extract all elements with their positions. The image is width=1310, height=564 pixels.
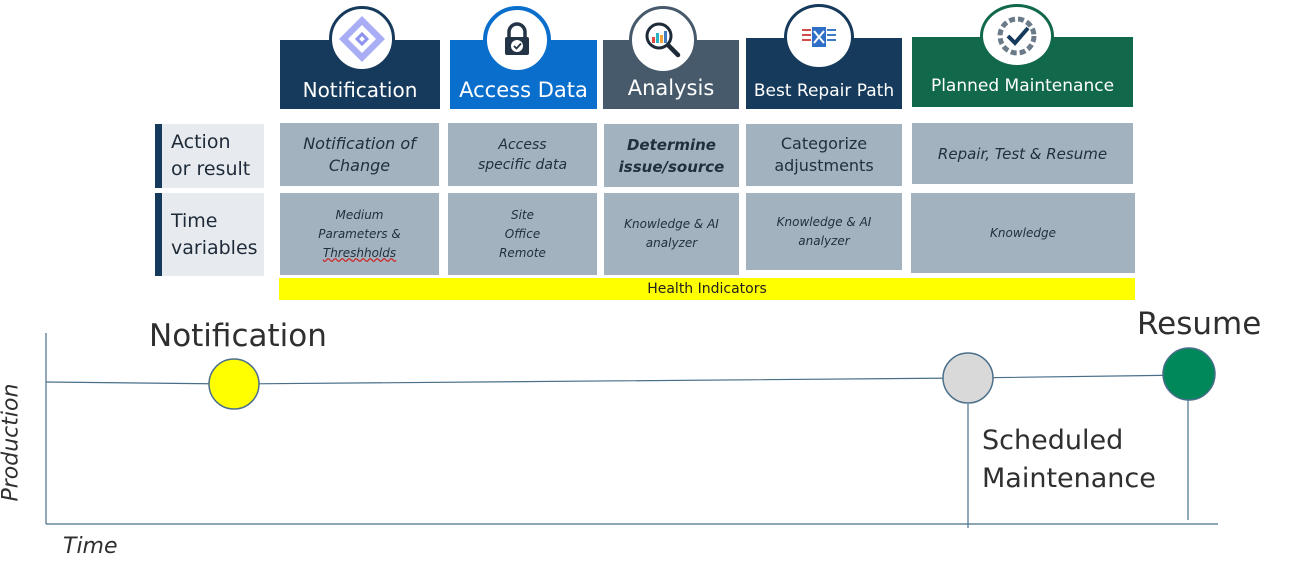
cell-line: Site [510, 207, 535, 222]
row-label-line: variables [171, 236, 258, 259]
action-cell-planned-maintenance: Repair, Test & Resume [912, 123, 1133, 184]
scheduled-maintenance-event-dot [942, 352, 994, 404]
resume-event-dot [1162, 347, 1216, 401]
header-best-repair-path: Best Repair Path [746, 38, 902, 109]
header-planned-maintenance: Planned Maintenance [912, 37, 1133, 107]
cell-line: Access [498, 136, 547, 153]
time-cell-access-data: Site Office Remote [448, 193, 597, 275]
header-label: Access Data [459, 77, 588, 102]
cell-line: Notification of [303, 133, 416, 153]
time-cell-planned-maintenance: Knowledge [911, 193, 1135, 273]
diamond-icon [329, 6, 395, 72]
checkmark-icon [980, 4, 1054, 68]
cell-line: Remote [499, 245, 546, 260]
event-label-resume: Resume [1137, 306, 1262, 342]
notification-event-dot [208, 358, 260, 410]
cell-line: analyzer [798, 233, 850, 248]
action-cell-best-repair-path: Categorize adjustments [746, 124, 902, 186]
cell-line: Threshholds [322, 245, 397, 260]
health-indicators-label: Health Indicators [647, 281, 767, 297]
time-cell-analysis: Knowledge & AI analyzer [604, 193, 739, 275]
header-access-data: Access Data [450, 40, 597, 109]
header-label: Best Repair Path [753, 80, 895, 101]
network-icon [784, 4, 854, 70]
row-label-bar [155, 193, 162, 276]
event-label-notification: Notification [149, 318, 327, 354]
time-cell-notification: Medium Parameters & Threshholds [280, 193, 439, 275]
cell-line: Office [504, 226, 541, 241]
action-cell-analysis: Determine issue/source [604, 124, 739, 187]
header-label: Planned Maintenance [930, 76, 1115, 96]
cell-line: Determine [626, 135, 716, 154]
cell-line: adjustments [774, 156, 874, 175]
cell-line: analyzer [645, 236, 698, 250]
lock-icon [483, 6, 551, 74]
cell-line: specific data [477, 156, 568, 173]
cell-line: Change [328, 155, 391, 175]
cell-line: Medium [335, 207, 384, 222]
row-label-time: Time variables [155, 193, 264, 276]
action-cell-access-data: Access specific data [448, 123, 597, 186]
row-label-bar [155, 124, 162, 188]
row-label-action: Action or result [155, 124, 264, 188]
cell-line: Knowledge [990, 226, 1056, 240]
magnifier-chart-icon [629, 6, 697, 74]
row-label-line: or result [171, 158, 251, 180]
cell-line: issue/source [618, 157, 725, 176]
cell-line: Categorize [780, 134, 868, 153]
cell-line: Repair, Test & Resume [937, 144, 1108, 163]
y-axis-label: Production [0, 383, 24, 502]
production-line [45, 374, 1189, 385]
header-label: Analysis [627, 75, 715, 100]
health-indicators-bar: Health Indicators [279, 278, 1135, 300]
row-label-line: Time [171, 209, 218, 232]
header-label: Notification [302, 77, 418, 102]
event-label-line: Scheduled [982, 425, 1124, 456]
action-cell-notification: Notification of Change [280, 123, 439, 186]
event-label-scheduled-maintenance: Scheduled Maintenance [982, 422, 1156, 498]
cell-line: Parameters & [318, 226, 401, 241]
time-cell-best-repair-path: Knowledge & AI analyzer [746, 193, 902, 270]
event-label-line: Maintenance [982, 463, 1156, 494]
x-axis-label: Time [63, 534, 118, 559]
row-label-line: Action [171, 131, 231, 153]
cell-line: Knowledge & AI [624, 217, 719, 231]
cell-line: Knowledge & AI [776, 214, 872, 229]
